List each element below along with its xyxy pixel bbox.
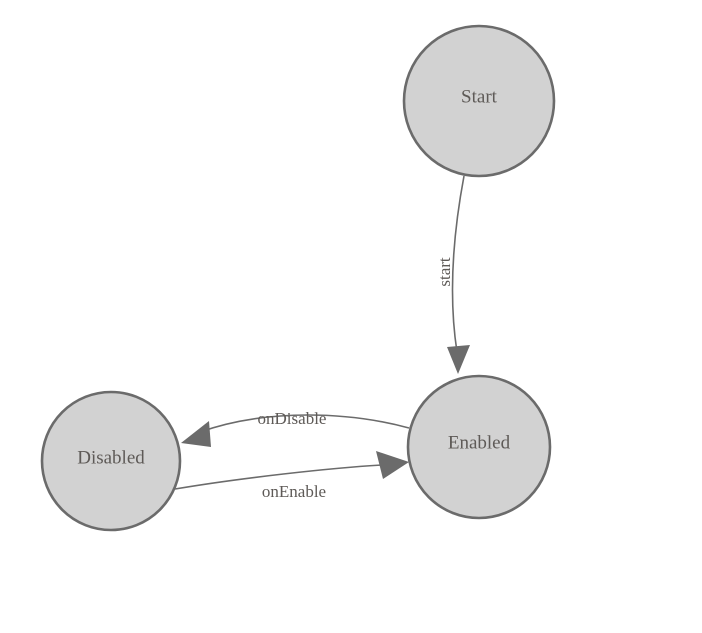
edge-disabled-to-enabled[interactable] (174, 451, 409, 490)
node-circle-disabled (40, 390, 182, 532)
edge-label-on-enable: onEnable (262, 482, 326, 501)
node-label-disabled: Disabled (77, 447, 145, 468)
node-disabled[interactable]: Disabled (40, 390, 182, 532)
edge-start-to-enabled[interactable] (447, 175, 470, 374)
edge-label-on-disable: onDisable (258, 409, 327, 428)
node-label-start: Start (461, 86, 498, 107)
arrow-head-disabled-to-enabled (376, 451, 409, 479)
edge-path-start-to-enabled (451, 175, 465, 353)
edge-path-disabled-to-enabled (174, 464, 383, 490)
edge-enabled-to-disabled[interactable] (181, 414, 410, 447)
arrow-head-enabled-to-disabled (181, 421, 211, 447)
arrow-head-start-to-enabled (447, 345, 470, 374)
node-label-enabled: Enabled (448, 432, 511, 453)
node-enabled[interactable]: Enabled (406, 374, 552, 520)
edge-label-start: start (435, 257, 454, 287)
node-start[interactable]: Start (402, 24, 556, 178)
node-circle-start (402, 24, 556, 178)
node-circle-enabled (406, 374, 552, 520)
edge-path-enabled-to-disabled (199, 414, 410, 433)
